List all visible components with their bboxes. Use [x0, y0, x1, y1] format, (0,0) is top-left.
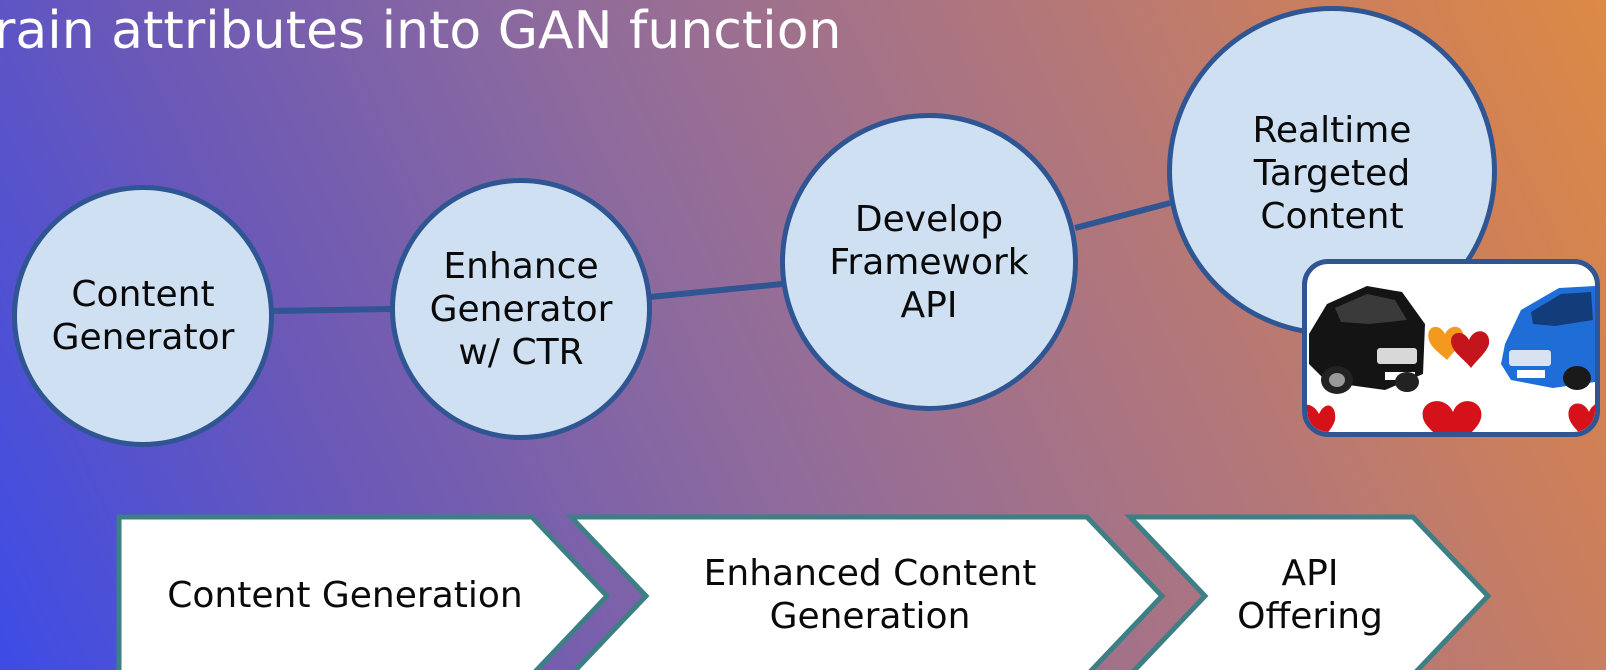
connector-line-1 [271, 306, 393, 314]
red-heart-icon [1307, 404, 1336, 432]
phase-chevron-3 [1124, 514, 1492, 670]
phase-chevrons [116, 514, 1492, 670]
black-car-icon [1309, 286, 1425, 394]
phase-label-content-generation: Content Generation [167, 574, 523, 616]
step-content-generator: Content Generator [12, 185, 274, 447]
blue-car-icon [1501, 286, 1595, 390]
step-label: Realtime Targeted Content [1252, 110, 1412, 237]
phase-chevron-1 [116, 514, 611, 670]
slide-title: rain attributes into GAN function [0, 1, 842, 61]
connector-line-3 [1074, 200, 1171, 231]
step-label: Enhance Generator w/ CTR [429, 245, 613, 373]
phase-label-enhanced-content-generation: Enhanced Content Generation [703, 553, 1037, 637]
phase-bar: Content Generation Enhanced Content Gene… [0, 510, 1606, 670]
red-heart-icon [1451, 331, 1490, 368]
step-label: Content Generator [51, 274, 235, 358]
red-heart-icon [1422, 401, 1482, 432]
cars-and-hearts-photo [1302, 259, 1600, 437]
step-enhance-generator: Enhance Generator w/ CTR [390, 178, 652, 440]
connector-line-2 [649, 281, 783, 300]
phase-chevron-2 [565, 514, 1166, 670]
red-heart-icon [1568, 403, 1595, 432]
phase-label-api-offering: API Offering [1237, 553, 1383, 637]
step-develop-framework-api: Develop Framework API [780, 113, 1078, 411]
step-label: Develop Framework API [829, 198, 1029, 326]
